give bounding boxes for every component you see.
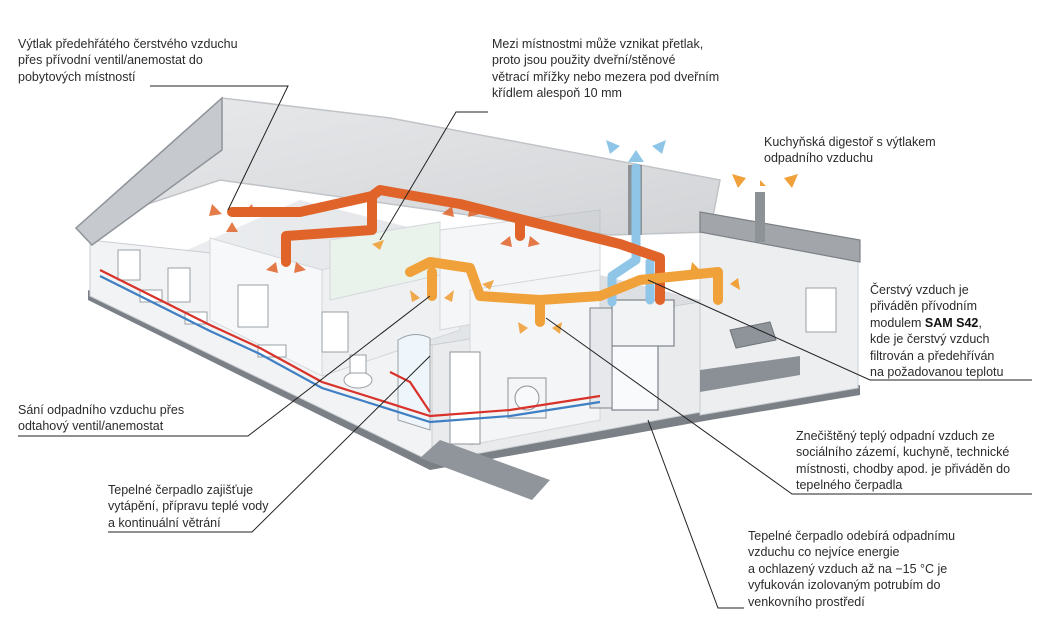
label-line: venkovního prostředí xyxy=(748,594,865,609)
label-line: Sání odpadního vzduchu přes xyxy=(18,403,185,417)
label-heat-pump: Tepelné čerpadlo zajišťuje vytápění, pří… xyxy=(108,482,328,531)
label-line: proto jsou použity dveřní/stěnové xyxy=(492,53,676,68)
fresh-air-arrow xyxy=(606,140,666,162)
label-line: Znečištěný teplý odpadní vzduch ze xyxy=(796,429,995,443)
house-structure xyxy=(88,200,860,500)
exhaust-air-arrow xyxy=(372,240,562,334)
radiator xyxy=(257,344,287,358)
label-line: odpadního vzduchu xyxy=(764,151,874,166)
paving xyxy=(420,440,550,500)
leader-heat-pump xyxy=(108,355,431,533)
label-line: pobytových místností xyxy=(18,69,136,84)
exhaust-outlet-arrow xyxy=(690,262,740,290)
label-text: , xyxy=(978,315,982,330)
leader-fresh-air xyxy=(647,279,1032,381)
label-line: vyfukován izolovaným potrubím do xyxy=(748,578,941,593)
label-line: a ochlazený vzduch až na −15 °C je xyxy=(748,561,948,576)
label-line: odtahový ventil/anemostat xyxy=(18,419,164,434)
sam-module xyxy=(611,299,675,347)
label-line: Kuchyňská digestoř s výtlakem xyxy=(764,135,936,149)
label-line: tepelného čerpadla xyxy=(796,478,903,493)
label-line: Čerstvý vzduch je xyxy=(870,283,969,297)
washing-machine xyxy=(514,385,540,411)
bathroom-door xyxy=(449,351,481,445)
label-line: a kontinuální větrání xyxy=(108,515,221,530)
label-energy-extract: Tepelné čerpadlo odebírá odpadnímu vzduc… xyxy=(748,528,1028,610)
label-dirty-air: Znečištěný teplý odpadní vzduch ze sociá… xyxy=(796,428,1046,494)
label-line: Výtlak předehřátého čerstvého vzduchu xyxy=(18,37,238,51)
supply-duct-main xyxy=(227,185,665,305)
window xyxy=(237,284,269,328)
leader-energy-extract xyxy=(647,419,744,609)
toilet-tank xyxy=(349,354,367,374)
label-kitchen-hood: Kuchyňská digestoř s výtlakem odpadního … xyxy=(764,134,994,167)
label-line: vytápění, přípravu teplé vody xyxy=(108,499,269,514)
washing-machine-body xyxy=(507,377,547,419)
window xyxy=(321,311,349,353)
shower-cabin xyxy=(397,334,431,431)
hood-exhaust-arrow xyxy=(732,174,798,188)
window xyxy=(167,267,191,303)
heating-pipe-red xyxy=(99,269,601,418)
leader-supply-air xyxy=(150,85,289,211)
supply-air-arrow xyxy=(209,204,540,273)
label-line: větrací mřížky nebo mezera pod dveřním xyxy=(492,69,720,84)
leader-exhaust-intake xyxy=(18,295,431,437)
label-line: modulem SAM S42, xyxy=(870,315,1040,331)
label-overpressure: Mezi místnostmi může vznikat přetlak, pr… xyxy=(492,36,772,102)
label-line: filtrován a předehříván xyxy=(870,348,995,363)
kitchen-hood xyxy=(729,321,777,349)
label-line: sociálního zázemí, kuchyně, technické xyxy=(796,445,1010,460)
heat-pump-base xyxy=(589,307,613,409)
label-exhaust-intake: Sání odpadního vzduchu přes odtahový ven… xyxy=(18,402,258,435)
label-line: na požadovanou teplotu xyxy=(870,365,1004,380)
floor-slab xyxy=(88,290,860,470)
label-line: místnosti, chodby apod. je přiváděn do xyxy=(796,461,1011,476)
kitchen-counter xyxy=(700,356,800,392)
leader-overpressure xyxy=(379,111,488,241)
label-line: přiváděn přívodním xyxy=(870,299,978,314)
leader-dirty-air xyxy=(545,317,1032,495)
label-supply-air: Výtlak předehřátého čerstvého vzduchu př… xyxy=(18,36,288,85)
hood-chimney xyxy=(755,192,765,242)
annex-roof xyxy=(699,211,861,263)
airflow-arrows xyxy=(209,140,798,334)
label-line: křídlem alespoň 10 mm xyxy=(492,86,622,101)
module-name: SAM S42 xyxy=(924,315,979,330)
label-line: Tepelné čerpadlo zajišťuje xyxy=(108,483,254,497)
label-line: Tepelné čerpadlo odebírá odpadnímu xyxy=(748,529,956,543)
roof-back xyxy=(75,97,721,236)
label-fresh-air: Čerstvý vzduch je přiváděn přívodním mod… xyxy=(870,282,1040,380)
label-line: vzduchu co nejvíce energie xyxy=(748,545,900,560)
label-line: kde je čerstvý vzduch xyxy=(870,332,990,347)
supply-duct-branch xyxy=(281,191,377,267)
roof xyxy=(74,96,861,263)
water-pipe-red xyxy=(389,371,431,413)
label-line: Mezi místnostmi může vznikat přetlak, xyxy=(492,37,704,51)
water-pipe-blue xyxy=(99,275,601,424)
label-line: přes přívodní ventil/anemostat do xyxy=(18,53,203,68)
supply-air-duct xyxy=(227,185,665,305)
window xyxy=(805,287,837,333)
exhaust-air-duct xyxy=(405,257,723,327)
partition-wall xyxy=(329,221,441,301)
toilet xyxy=(343,371,373,389)
label-text: modulem xyxy=(870,315,925,330)
heating-pipes xyxy=(99,269,601,424)
window xyxy=(117,249,141,281)
roof-gable xyxy=(74,96,223,246)
leader-lines xyxy=(18,85,1032,609)
